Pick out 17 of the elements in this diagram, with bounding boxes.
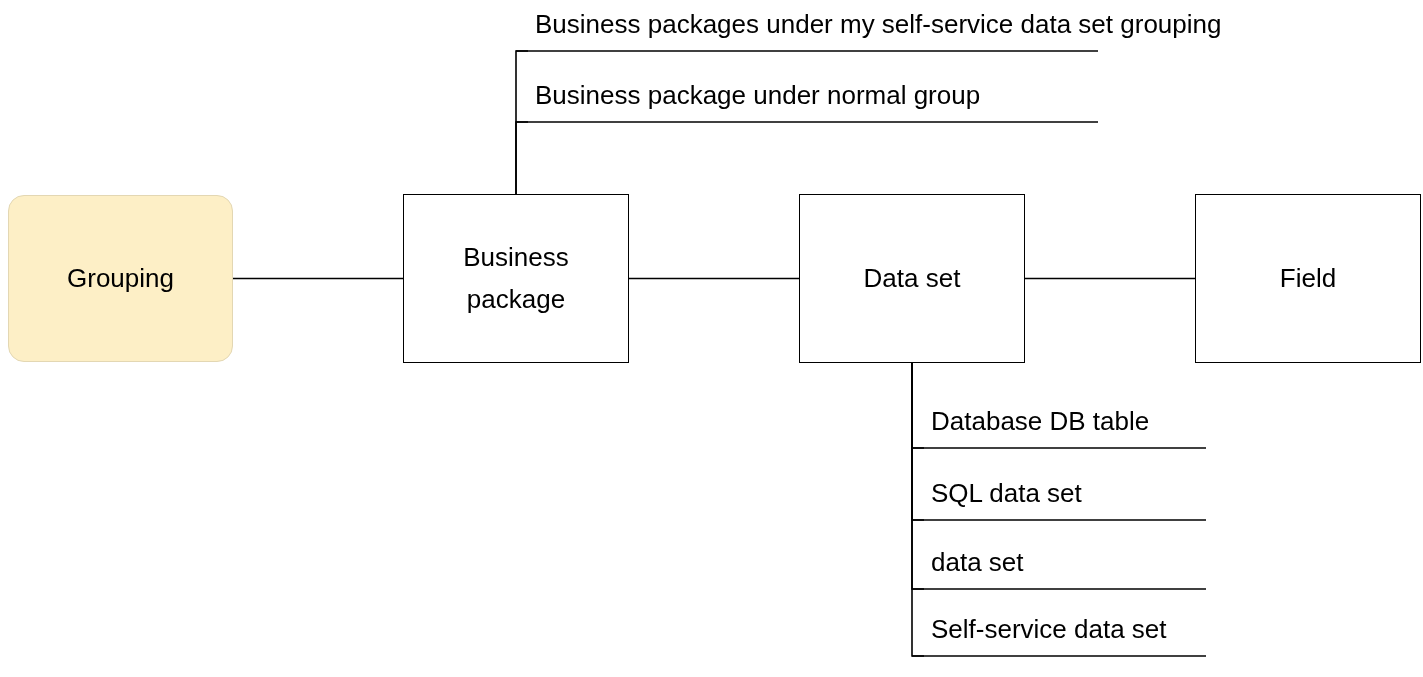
- box-label: Data set: [863, 261, 961, 295]
- process-box: [1195, 194, 1421, 363]
- list-item-label: Database DB table: [931, 405, 1150, 439]
- process-box: [799, 194, 1025, 363]
- connector-line: [628, 277, 800, 280]
- box-label: Field: [1279, 261, 1337, 295]
- box-label: Grouping: [67, 261, 174, 295]
- box-label: Business package: [462, 240, 570, 316]
- list-item-label: Business packages under my self-service data set grouping: [535, 8, 1222, 42]
- list-item-label: data set: [931, 546, 1024, 580]
- list-item-label: Self-service data set: [931, 613, 1167, 647]
- list-item-label: SQL data set: [931, 477, 1082, 511]
- start-box: [8, 195, 233, 362]
- process-box: [403, 194, 629, 363]
- list-item-label: Business package under normal group: [535, 79, 981, 113]
- connector-line: [1024, 277, 1196, 280]
- connector-line: [232, 277, 404, 280]
